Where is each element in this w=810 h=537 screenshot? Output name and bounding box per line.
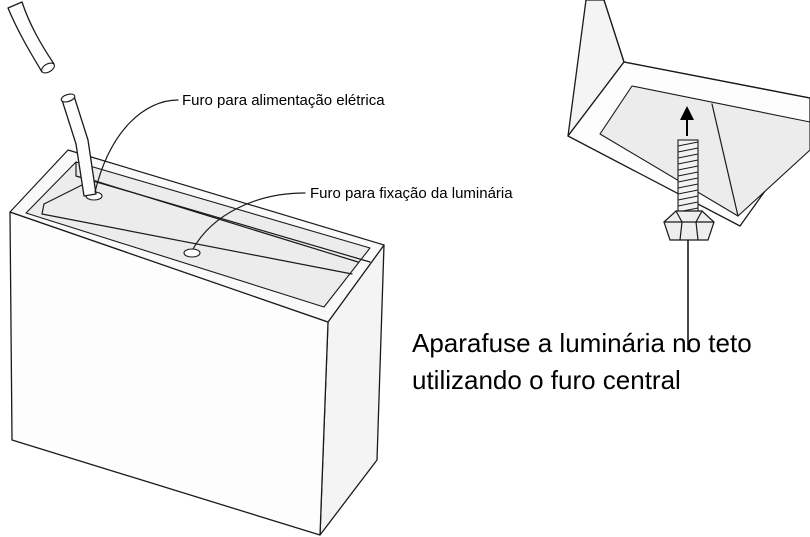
instruction-line-2: utilizando o furo central [412,365,681,395]
screw-icon [663,139,715,241]
luminaire-box [9,149,385,536]
instruction-line-1: Aparafuse a luminária no teto [412,328,752,358]
mount-hole-label: Furo para fixação da luminária [310,185,513,202]
power-hole-label: Furo para alimentação elétrica [182,92,385,109]
mount-hole-leader [192,192,306,250]
mount-hole [183,248,201,258]
power-hole-leader [94,99,179,193]
power-cable-icon [7,1,97,197]
arrow-up-icon [680,106,694,136]
